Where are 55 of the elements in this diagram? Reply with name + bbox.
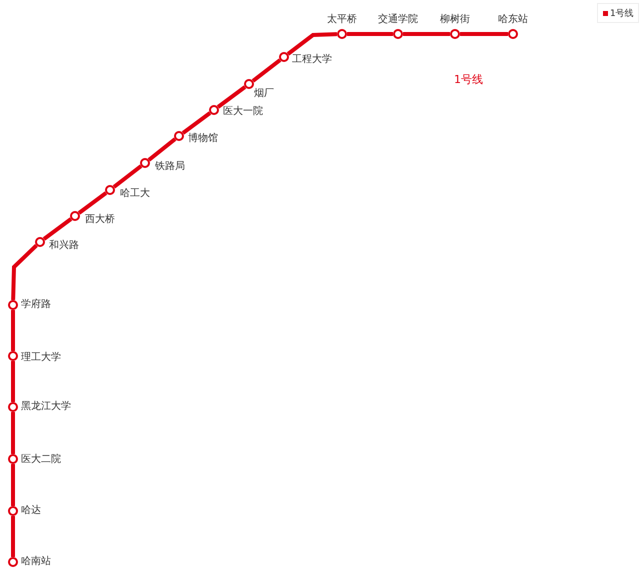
metro-line-segment <box>148 138 176 162</box>
station-marker <box>8 351 18 361</box>
station-marker <box>140 158 150 168</box>
station-marker <box>337 29 347 39</box>
metro-line-segment <box>42 217 72 241</box>
station-name: 和兴路 <box>49 240 79 252</box>
station-name: 医大一院 <box>223 106 263 118</box>
station-marker <box>8 300 18 310</box>
station-name: 黑龙江大学 <box>21 401 71 413</box>
station-name: 西大桥 <box>85 214 115 226</box>
station-marker <box>70 211 80 221</box>
metro-line-segment <box>403 32 450 36</box>
station-name: 博物馆 <box>188 133 218 145</box>
metro-line-segment <box>11 310 15 351</box>
station-name: 哈工大 <box>120 188 150 200</box>
station-marker <box>8 557 18 567</box>
metro-line-segment <box>216 85 246 109</box>
metro-line-segment <box>78 191 108 215</box>
metro-line-segment <box>460 32 508 36</box>
station-marker <box>393 29 403 39</box>
station-marker <box>450 29 460 39</box>
metro-line-segment <box>112 164 142 189</box>
metro-line-segment <box>11 244 38 300</box>
station-name: 哈东站 <box>498 14 528 26</box>
metro-line-segment <box>252 58 282 83</box>
station-marker <box>209 105 219 115</box>
station-marker <box>174 131 184 141</box>
station-marker <box>105 185 115 195</box>
station-marker <box>8 454 18 464</box>
station-name: 交通学院 <box>378 14 418 26</box>
metro-line-segment <box>11 464 15 506</box>
station-name: 学府路 <box>21 299 51 311</box>
station-marker <box>35 237 45 247</box>
metro-line-segment <box>182 111 212 135</box>
line-name: 1号线 <box>454 72 483 87</box>
station-marker <box>244 79 254 89</box>
station-name: 哈南站 <box>21 556 51 568</box>
station-marker <box>279 52 289 62</box>
station-name: 烟厂 <box>254 88 274 100</box>
metro-line-segment <box>286 32 338 56</box>
station-name: 柳树街 <box>440 14 470 26</box>
station-name: 理工大学 <box>21 352 61 364</box>
station-name: 工程大学 <box>292 54 332 66</box>
station-marker <box>8 402 18 412</box>
metro-line-segment <box>11 361 15 402</box>
station-marker <box>508 29 518 39</box>
metro-line-segment <box>347 32 393 36</box>
metro-line-segment <box>11 516 15 557</box>
station-name: 铁路局 <box>155 161 185 173</box>
station-name: 医大二院 <box>21 454 61 466</box>
station-name: 太平桥 <box>327 14 357 26</box>
legend-label: 1号线 <box>610 8 634 20</box>
station-name: 哈达 <box>21 505 41 517</box>
metro-line-segment <box>11 412 15 454</box>
station-marker <box>8 506 18 516</box>
